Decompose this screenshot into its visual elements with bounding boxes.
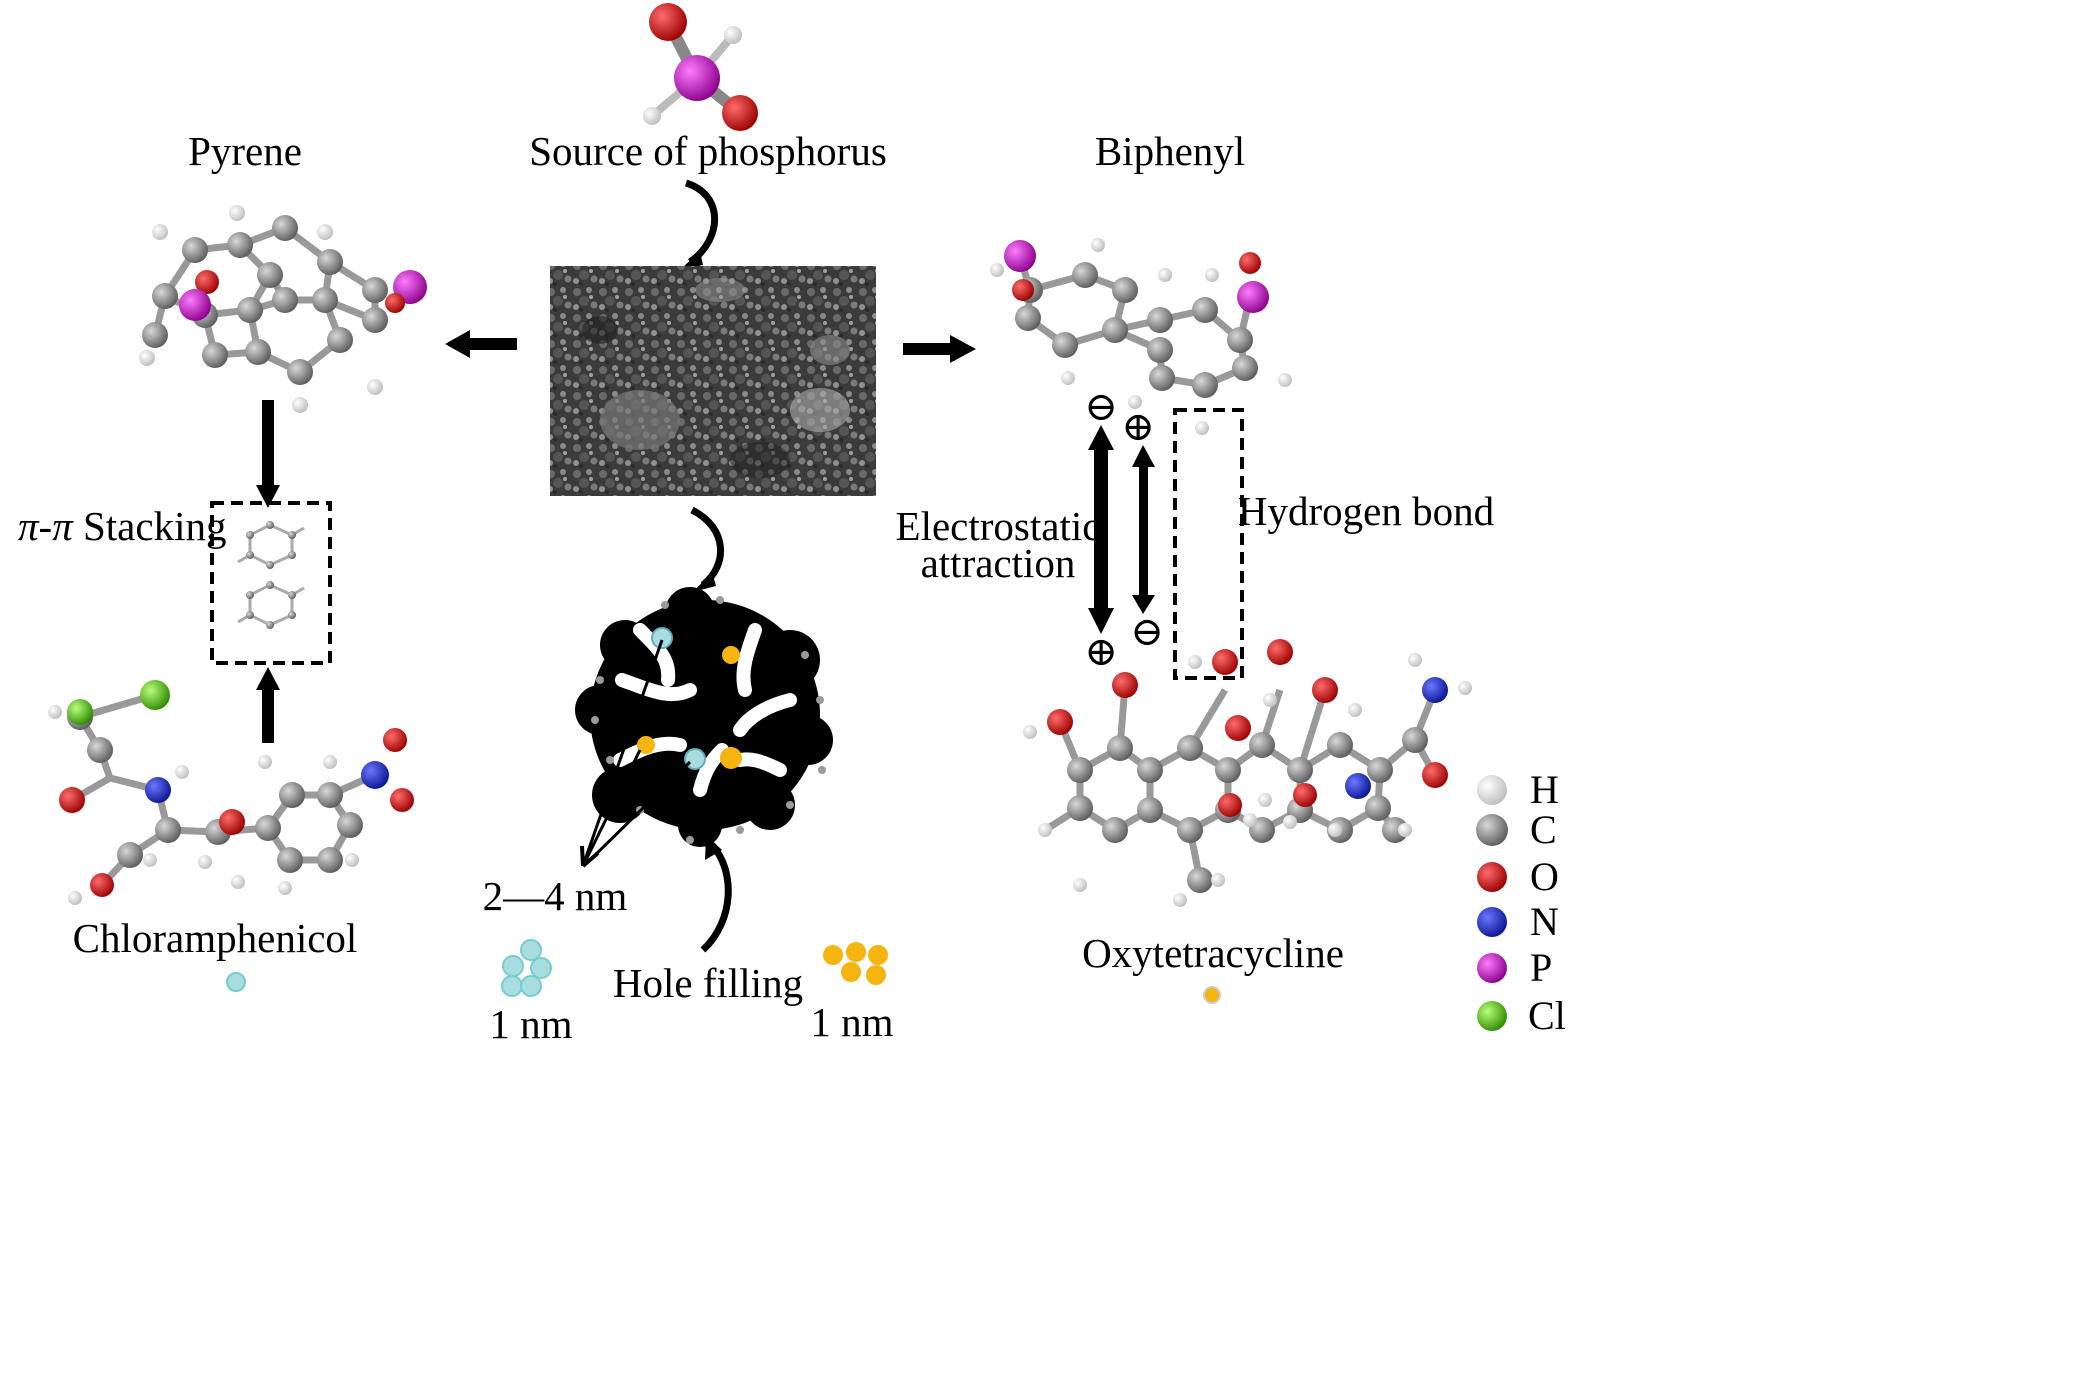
yellow-particle-cluster [823,942,888,985]
pi-stacking-label: π-π Stacking [18,503,226,549]
cyan-particle-cluster [501,939,552,997]
chloramphenicol-size-marker [226,972,246,992]
curved-arrow-head [680,251,703,270]
arrow-pyrene-down [256,400,280,508]
oxytetracycline-label: Oxytetracycline [1082,930,1344,976]
legend-c-label: C [1530,807,1557,852]
pyrene-label: Pyrene [188,128,302,174]
arrow-right-to-biphenyl [903,335,976,363]
charge-minus-top: ⊖ [1084,384,1118,429]
arrow-left-to-pyrene [445,330,517,358]
chloramphenicol-molecule [48,680,414,905]
legend-h-swatch [1477,775,1507,805]
hole-filling-arrow-head [705,835,722,860]
charge-plus-top: ⊕ [1121,404,1155,449]
hydrogen-double-arrow [1132,445,1155,614]
sem-micrograph [550,266,876,496]
electrostatic-double-arrow [1088,425,1114,634]
legend-h-label: H [1530,767,1559,812]
legend-cl-label: Cl [1528,993,1566,1038]
atom-legend: H C O N P Cl [1476,767,1566,1038]
porous-carbon-particle [575,587,833,847]
hole-filling-arrow [700,842,732,953]
cyan-size-label: 1 nm [489,1001,572,1047]
pyrene-molecule [139,205,427,413]
arrow-chloramphenicol-up [256,667,280,743]
charge-plus-bottom: ⊕ [1084,629,1118,674]
legend-p-swatch [1477,953,1507,983]
legend-cl-swatch [1477,1001,1507,1031]
pi-stacking-box [210,501,332,665]
oxytetracycline-molecule [1023,639,1472,907]
yellow-size-label: 1 nm [810,999,893,1045]
legend-n-swatch [1477,907,1507,937]
source-of-phosphorus-label: Source of phosphorus [529,128,887,174]
legend-n-label: N [1530,899,1559,944]
pore-size-label: 2—4 nm [483,873,628,919]
biphenyl-label: Biphenyl [1095,128,1245,174]
curved-arrow-head-2 [693,572,716,592]
curved-arrow-icon [684,179,719,265]
hole-filling-label: Hole filling [613,960,803,1006]
legend-c-swatch [1476,814,1508,846]
phosphorus-source-molecule [643,3,758,131]
chloramphenicol-label: Chloramphenicol [73,915,358,961]
legend-o-label: O [1530,854,1559,899]
oxytetracycline-size-marker [1203,986,1221,1004]
curved-arrow-icon-2 [690,506,725,588]
legend-o-swatch [1477,862,1507,892]
charge-minus-bottom: ⊖ [1130,609,1164,654]
electrostatic-label-line2: attraction [921,540,1076,586]
legend-p-label: P [1530,945,1552,990]
hydrogen-bond-label: Hydrogen bond [1238,488,1494,534]
biphenyl-molecule [990,238,1292,435]
pore-size-arrows [580,639,692,868]
hydrogen-bond-box [1173,408,1244,680]
stacked-benzene-rings [237,521,305,629]
electrostatic-label-line1: Electrostatic [896,503,1101,549]
